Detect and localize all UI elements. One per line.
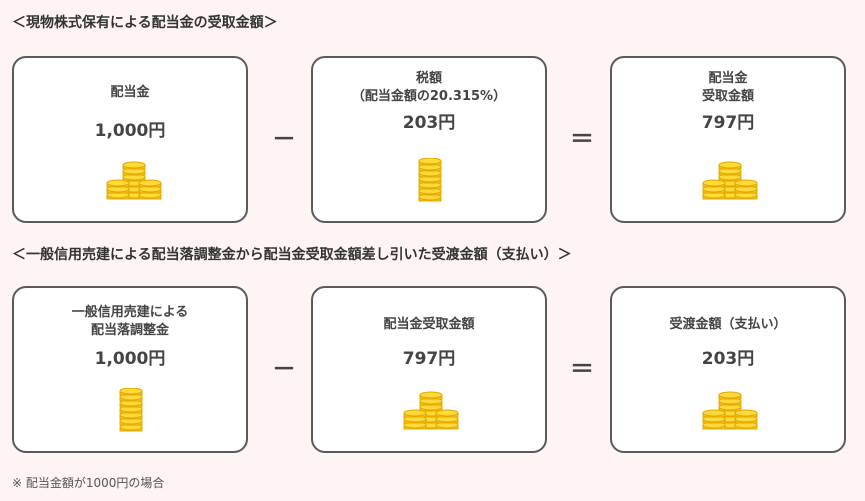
adjustment-label: 一般信用売建による 配当落調整金 xyxy=(71,305,189,338)
equals-operator: ＝ xyxy=(570,125,594,153)
net-dividend-amount: 797円 xyxy=(701,113,755,133)
dividend-label: 配当金 xyxy=(110,85,150,100)
minus-operator: － xyxy=(272,125,296,153)
coin-pyramid-icon xyxy=(106,161,162,200)
coin-stack-icon xyxy=(119,388,143,432)
dividend-amount: 1,000円 xyxy=(94,121,166,141)
settlement-box: 受渡金額（支払い） 203円 xyxy=(610,286,846,453)
section2-heading: ＜一般信用売建による配当落調整金から配当金受取金額差し引いた受渡金額（支払い）＞ xyxy=(12,247,572,263)
dividend-box: 配当金 1,000円 xyxy=(12,56,248,223)
net-dividend-box: 配当金 受取金額 797円 xyxy=(610,56,846,223)
minus-operator-2: － xyxy=(272,355,296,383)
net-dividend-label: 配当金 受取金額 xyxy=(701,71,754,104)
dividend-received-amount: 797円 xyxy=(402,349,456,369)
tax-box: 税額 （配当金額の20.315%） 203円 xyxy=(311,56,547,223)
dividend-received-box: 配当金受取金額 797円 xyxy=(311,286,547,453)
adjustment-box: 一般信用売建による 配当落調整金 1,000円 xyxy=(12,286,248,453)
settlement-amount: 203円 xyxy=(701,349,755,369)
coin-stack-icon xyxy=(418,158,442,202)
footnote: ※ 配当金額が1000円の場合 xyxy=(12,476,165,490)
dividend-received-label: 配当金受取金額 xyxy=(383,317,475,332)
coin-pyramid-icon xyxy=(702,391,758,430)
section1-heading: ＜現物株式保有による配当金の受取金額＞ xyxy=(12,15,278,31)
coin-pyramid-icon xyxy=(403,391,459,430)
tax-label: 税額 （配当金額の20.315%） xyxy=(351,71,507,104)
adjustment-amount: 1,000円 xyxy=(94,349,166,369)
tax-amount: 203円 xyxy=(402,113,456,133)
settlement-label: 受渡金額（支払い） xyxy=(669,317,787,332)
coin-pyramid-icon xyxy=(702,161,758,200)
equals-operator-2: ＝ xyxy=(570,355,594,383)
